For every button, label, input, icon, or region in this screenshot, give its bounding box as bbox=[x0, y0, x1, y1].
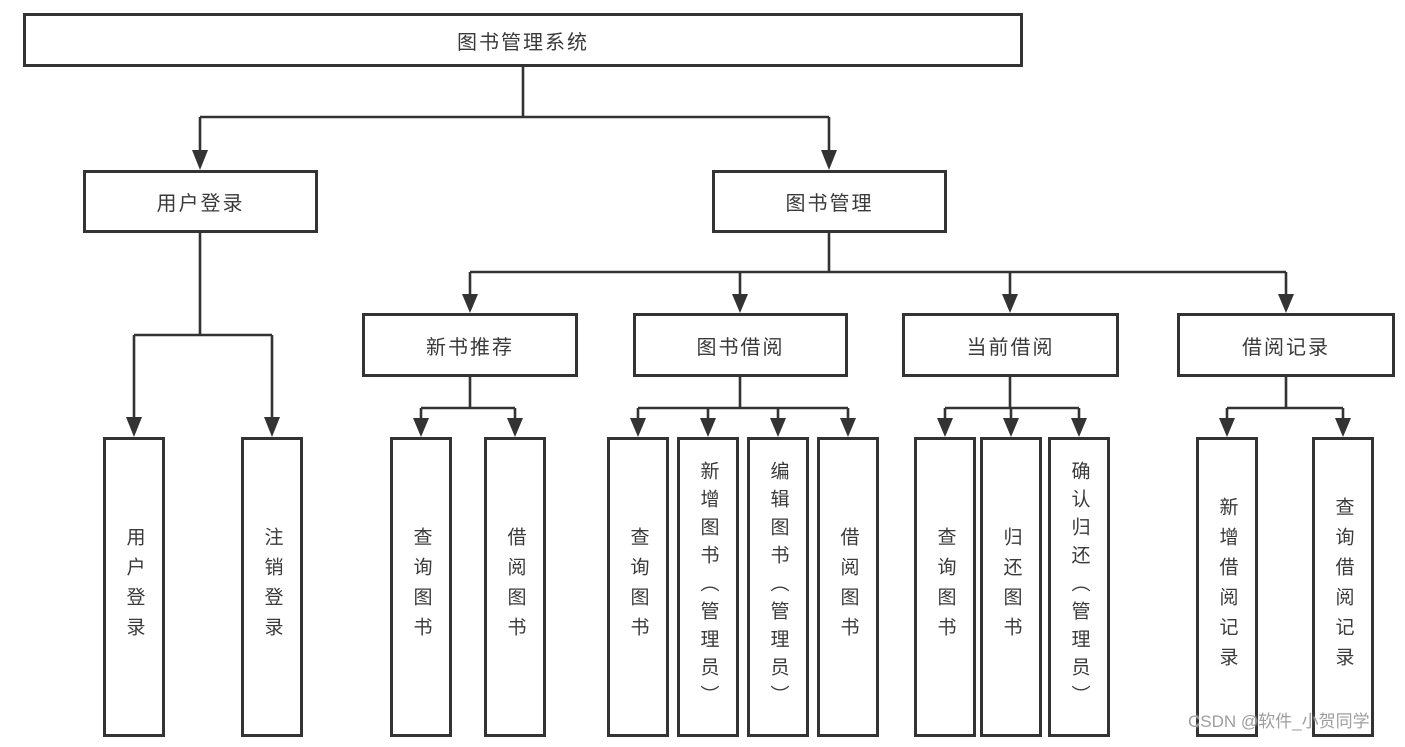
leaf-logout-login: 注销登录 bbox=[241, 437, 303, 737]
connector-user-login-to-leaves bbox=[126, 233, 280, 437]
node-label: 新增图书（管理员） bbox=[697, 461, 719, 713]
leaf-query-books-current: 查询图书 bbox=[914, 437, 976, 737]
node-label: 编辑图书（管理员） bbox=[767, 461, 789, 713]
leaf-confirm-return-admin: 确认归还（管理员） bbox=[1048, 437, 1110, 737]
leaf-return-books: 归还图书 bbox=[980, 437, 1042, 737]
csdn-watermark: CSDN @软件_小贺同学 bbox=[1188, 712, 1370, 731]
connector-book-management-to-level2 bbox=[462, 233, 1294, 313]
leaf-borrow-books-recommend: 借阅图书 bbox=[484, 437, 546, 737]
leaf-borrow-books-borrowing: 借阅图书 bbox=[817, 437, 879, 737]
connector-new-book-recommendation-to-leaves bbox=[413, 377, 523, 437]
node-label: 查询借阅记录 bbox=[1332, 497, 1354, 677]
leaf-add-borrow-record: 新增借阅记录 bbox=[1196, 437, 1258, 737]
node-label: 确认归还（管理员） bbox=[1068, 461, 1090, 713]
node-label: 用户登录 bbox=[156, 193, 245, 215]
node-label: 借阅图书 bbox=[504, 527, 526, 647]
leaf-query-books-borrowing: 查询图书 bbox=[607, 437, 669, 737]
node-book-management: 图书管理 bbox=[712, 170, 947, 233]
node-new-book-recommendation: 新书推荐 bbox=[362, 313, 578, 377]
node-label: 用户登录 bbox=[123, 527, 145, 647]
connector-book-borrowing-to-leaves bbox=[630, 377, 856, 437]
node-label: 图书管理系统 bbox=[457, 31, 589, 54]
node-label: 新书推荐 bbox=[426, 336, 514, 359]
node-label: 图书管理 bbox=[785, 193, 874, 215]
node-label: 查询图书 bbox=[934, 527, 956, 647]
connector-current-borrowing-to-leaves bbox=[937, 377, 1087, 437]
node-current-borrowing: 当前借阅 bbox=[902, 313, 1119, 377]
node-label: 当前借阅 bbox=[966, 336, 1055, 359]
node-label: 归还图书 bbox=[1000, 527, 1022, 647]
node-book-borrowing: 图书借阅 bbox=[633, 313, 848, 377]
node-label: 新增借阅记录 bbox=[1216, 497, 1238, 677]
node-label: 借阅记录 bbox=[1242, 336, 1330, 359]
leaf-user-login: 用户登录 bbox=[103, 437, 165, 737]
leaf-query-borrow-record: 查询借阅记录 bbox=[1312, 437, 1374, 737]
connector-borrowing-records-to-leaves bbox=[1219, 377, 1351, 437]
node-label: 图书借阅 bbox=[696, 336, 785, 359]
leaf-add-books-admin: 新增图书（管理员） bbox=[677, 437, 739, 737]
node-label: 注销登录 bbox=[261, 527, 283, 647]
node-label: 查询图书 bbox=[410, 527, 432, 647]
leaf-query-books-recommend: 查询图书 bbox=[390, 437, 452, 737]
node-label: 查询图书 bbox=[627, 527, 649, 647]
leaf-edit-books-admin: 编辑图书（管理员） bbox=[747, 437, 809, 737]
node-borrowing-records: 借阅记录 bbox=[1177, 313, 1395, 377]
node-user-login: 用户登录 bbox=[83, 170, 318, 233]
node-label: 借阅图书 bbox=[837, 527, 859, 647]
node-library-management-system: 图书管理系统 bbox=[23, 13, 1023, 67]
connector-root-to-level1 bbox=[192, 67, 837, 170]
